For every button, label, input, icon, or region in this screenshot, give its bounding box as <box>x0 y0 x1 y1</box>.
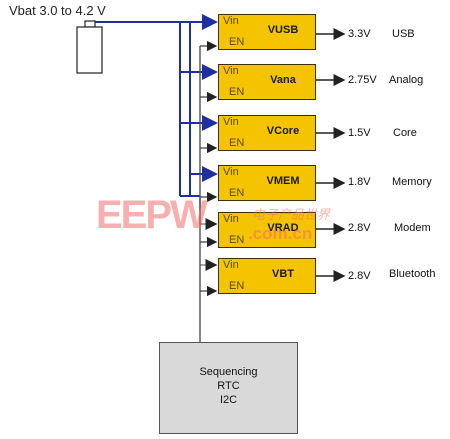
regulator-vcore: Vin EN VCore <box>218 115 316 151</box>
enable-bus <box>199 40 218 342</box>
battery-icon <box>76 20 103 74</box>
vin-port-label: Vin <box>223 15 239 27</box>
battery-label: Vbat 3.0 to 4.2 V <box>9 3 106 18</box>
en-port-label: EN <box>229 234 245 246</box>
regulator-name: VMEM <box>266 175 300 187</box>
domain-label-memory: Memory <box>392 176 432 188</box>
domain-label-analog: Analog <box>389 74 424 86</box>
vin-port-label: Vin <box>223 166 239 178</box>
controller-line-sequencing: Sequencing <box>199 366 258 378</box>
supply-bus <box>95 14 218 197</box>
output-arrows <box>316 28 346 282</box>
regulator-name: VBT <box>272 268 294 280</box>
domain-label-usb: USB <box>392 28 415 40</box>
regulator-name: VRAD <box>267 222 299 234</box>
regulator-vusb: Vin EN VUSB <box>218 14 316 50</box>
en-port-label: EN <box>229 280 245 292</box>
vin-port-label: Vin <box>223 65 239 77</box>
vin-port-label: Vin <box>223 213 239 225</box>
regulator-name: Vana <box>270 74 296 86</box>
regulator-vmem: Vin EN VMEM <box>218 165 316 201</box>
controller-line-i2c: I2C <box>219 394 238 406</box>
en-port-label: EN <box>229 36 245 48</box>
en-port-label: EN <box>229 187 245 199</box>
output-voltage-vcore: 1.5V <box>348 127 371 139</box>
output-voltage-vana: 2.75V <box>348 74 377 86</box>
sequencing-controller: Sequencing RTC I2C <box>159 342 298 434</box>
en-port-label: EN <box>229 137 245 149</box>
domain-label-bluetooth: Bluetooth <box>389 268 436 280</box>
regulator-vrad: Vin EN VRAD <box>218 212 316 248</box>
regulator-name: VCore <box>266 125 300 137</box>
regulator-vana: Vin EN Vana <box>218 64 316 100</box>
regulator-vbt: Vin EN VBT <box>218 258 316 294</box>
output-voltage-vbt: 2.8V <box>348 270 371 282</box>
vin-port-label: Vin <box>223 259 239 271</box>
output-voltage-vmem: 1.8V <box>348 176 371 188</box>
regulator-name: VUSB <box>267 24 299 36</box>
controller-line-rtc: RTC <box>217 380 240 392</box>
watermark-chinese: 电子产品世界 <box>252 207 331 222</box>
vin-port-label: Vin <box>223 116 239 128</box>
output-voltage-vusb: 3.3V <box>348 28 371 40</box>
watermark-site: .com.cn <box>248 224 313 243</box>
domain-label-core: Core <box>393 127 417 139</box>
domain-label-modem: Modem <box>394 222 431 234</box>
en-port-label: EN <box>229 86 245 98</box>
watermark-logo: EEPW <box>96 193 208 237</box>
output-voltage-vrad: 2.8V <box>348 222 371 234</box>
